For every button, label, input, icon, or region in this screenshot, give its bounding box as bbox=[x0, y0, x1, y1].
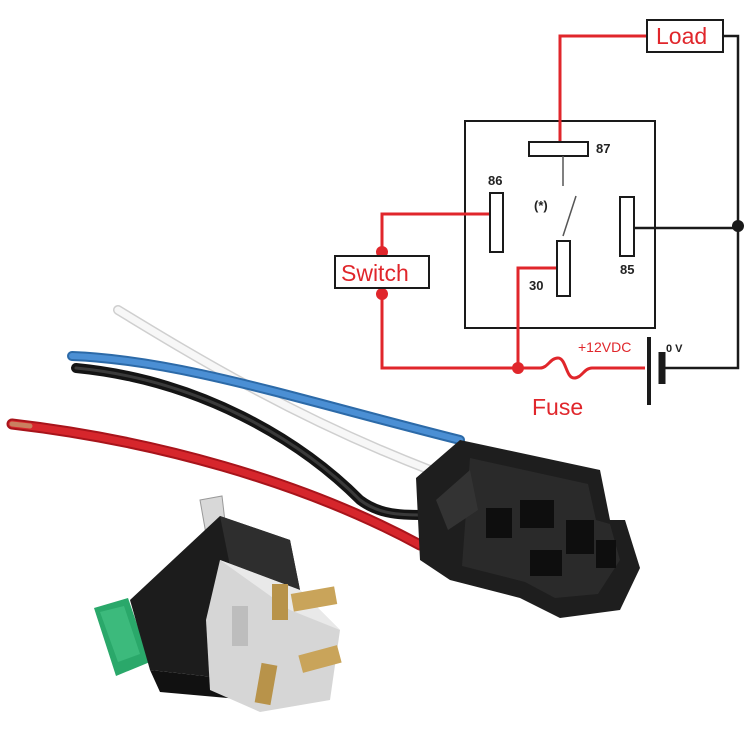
relay-socket bbox=[416, 440, 640, 618]
switch-box bbox=[334, 255, 430, 289]
wire-30-to-supply bbox=[516, 266, 557, 368]
contact-87 bbox=[528, 141, 589, 157]
wire-load-to-87 bbox=[558, 34, 647, 142]
relay-schematic: Load Switch Fuse +12VDC 0 V 87 86 85 30 … bbox=[334, 19, 744, 420]
wire-86-to-switch bbox=[380, 212, 490, 252]
pin-30-label: 30 bbox=[529, 278, 543, 293]
switch-label: Switch bbox=[341, 260, 409, 286]
automotive-relay bbox=[94, 495, 342, 712]
terminal-3 bbox=[254, 662, 278, 706]
terminal-1 bbox=[290, 586, 338, 612]
load-box bbox=[646, 19, 724, 53]
junction-dot-supply bbox=[512, 362, 524, 374]
fuse-label: Fuse bbox=[532, 394, 583, 420]
ground-label: 0 V bbox=[666, 343, 683, 355]
switch-symbol-label: (*) bbox=[534, 198, 548, 213]
terminal-4 bbox=[272, 584, 288, 620]
contact-30 bbox=[556, 240, 571, 297]
fuse-symbol bbox=[539, 356, 645, 380]
terminal-2 bbox=[298, 645, 342, 673]
voltage-label: +12VDC bbox=[578, 339, 631, 355]
switch-arm-blade bbox=[562, 195, 577, 237]
junction-dot-right bbox=[732, 220, 744, 232]
contact-86 bbox=[489, 192, 504, 253]
wire-switch-to-supply bbox=[380, 294, 540, 370]
wire-load-to-rail bbox=[662, 34, 740, 370]
pin-85-label: 85 bbox=[620, 262, 634, 277]
pin-87-label: 87 bbox=[596, 141, 610, 156]
pin-86-label: 86 bbox=[488, 173, 502, 188]
contact-85 bbox=[619, 196, 635, 257]
harness-wires bbox=[6, 305, 465, 551]
load-label: Load bbox=[656, 23, 707, 49]
